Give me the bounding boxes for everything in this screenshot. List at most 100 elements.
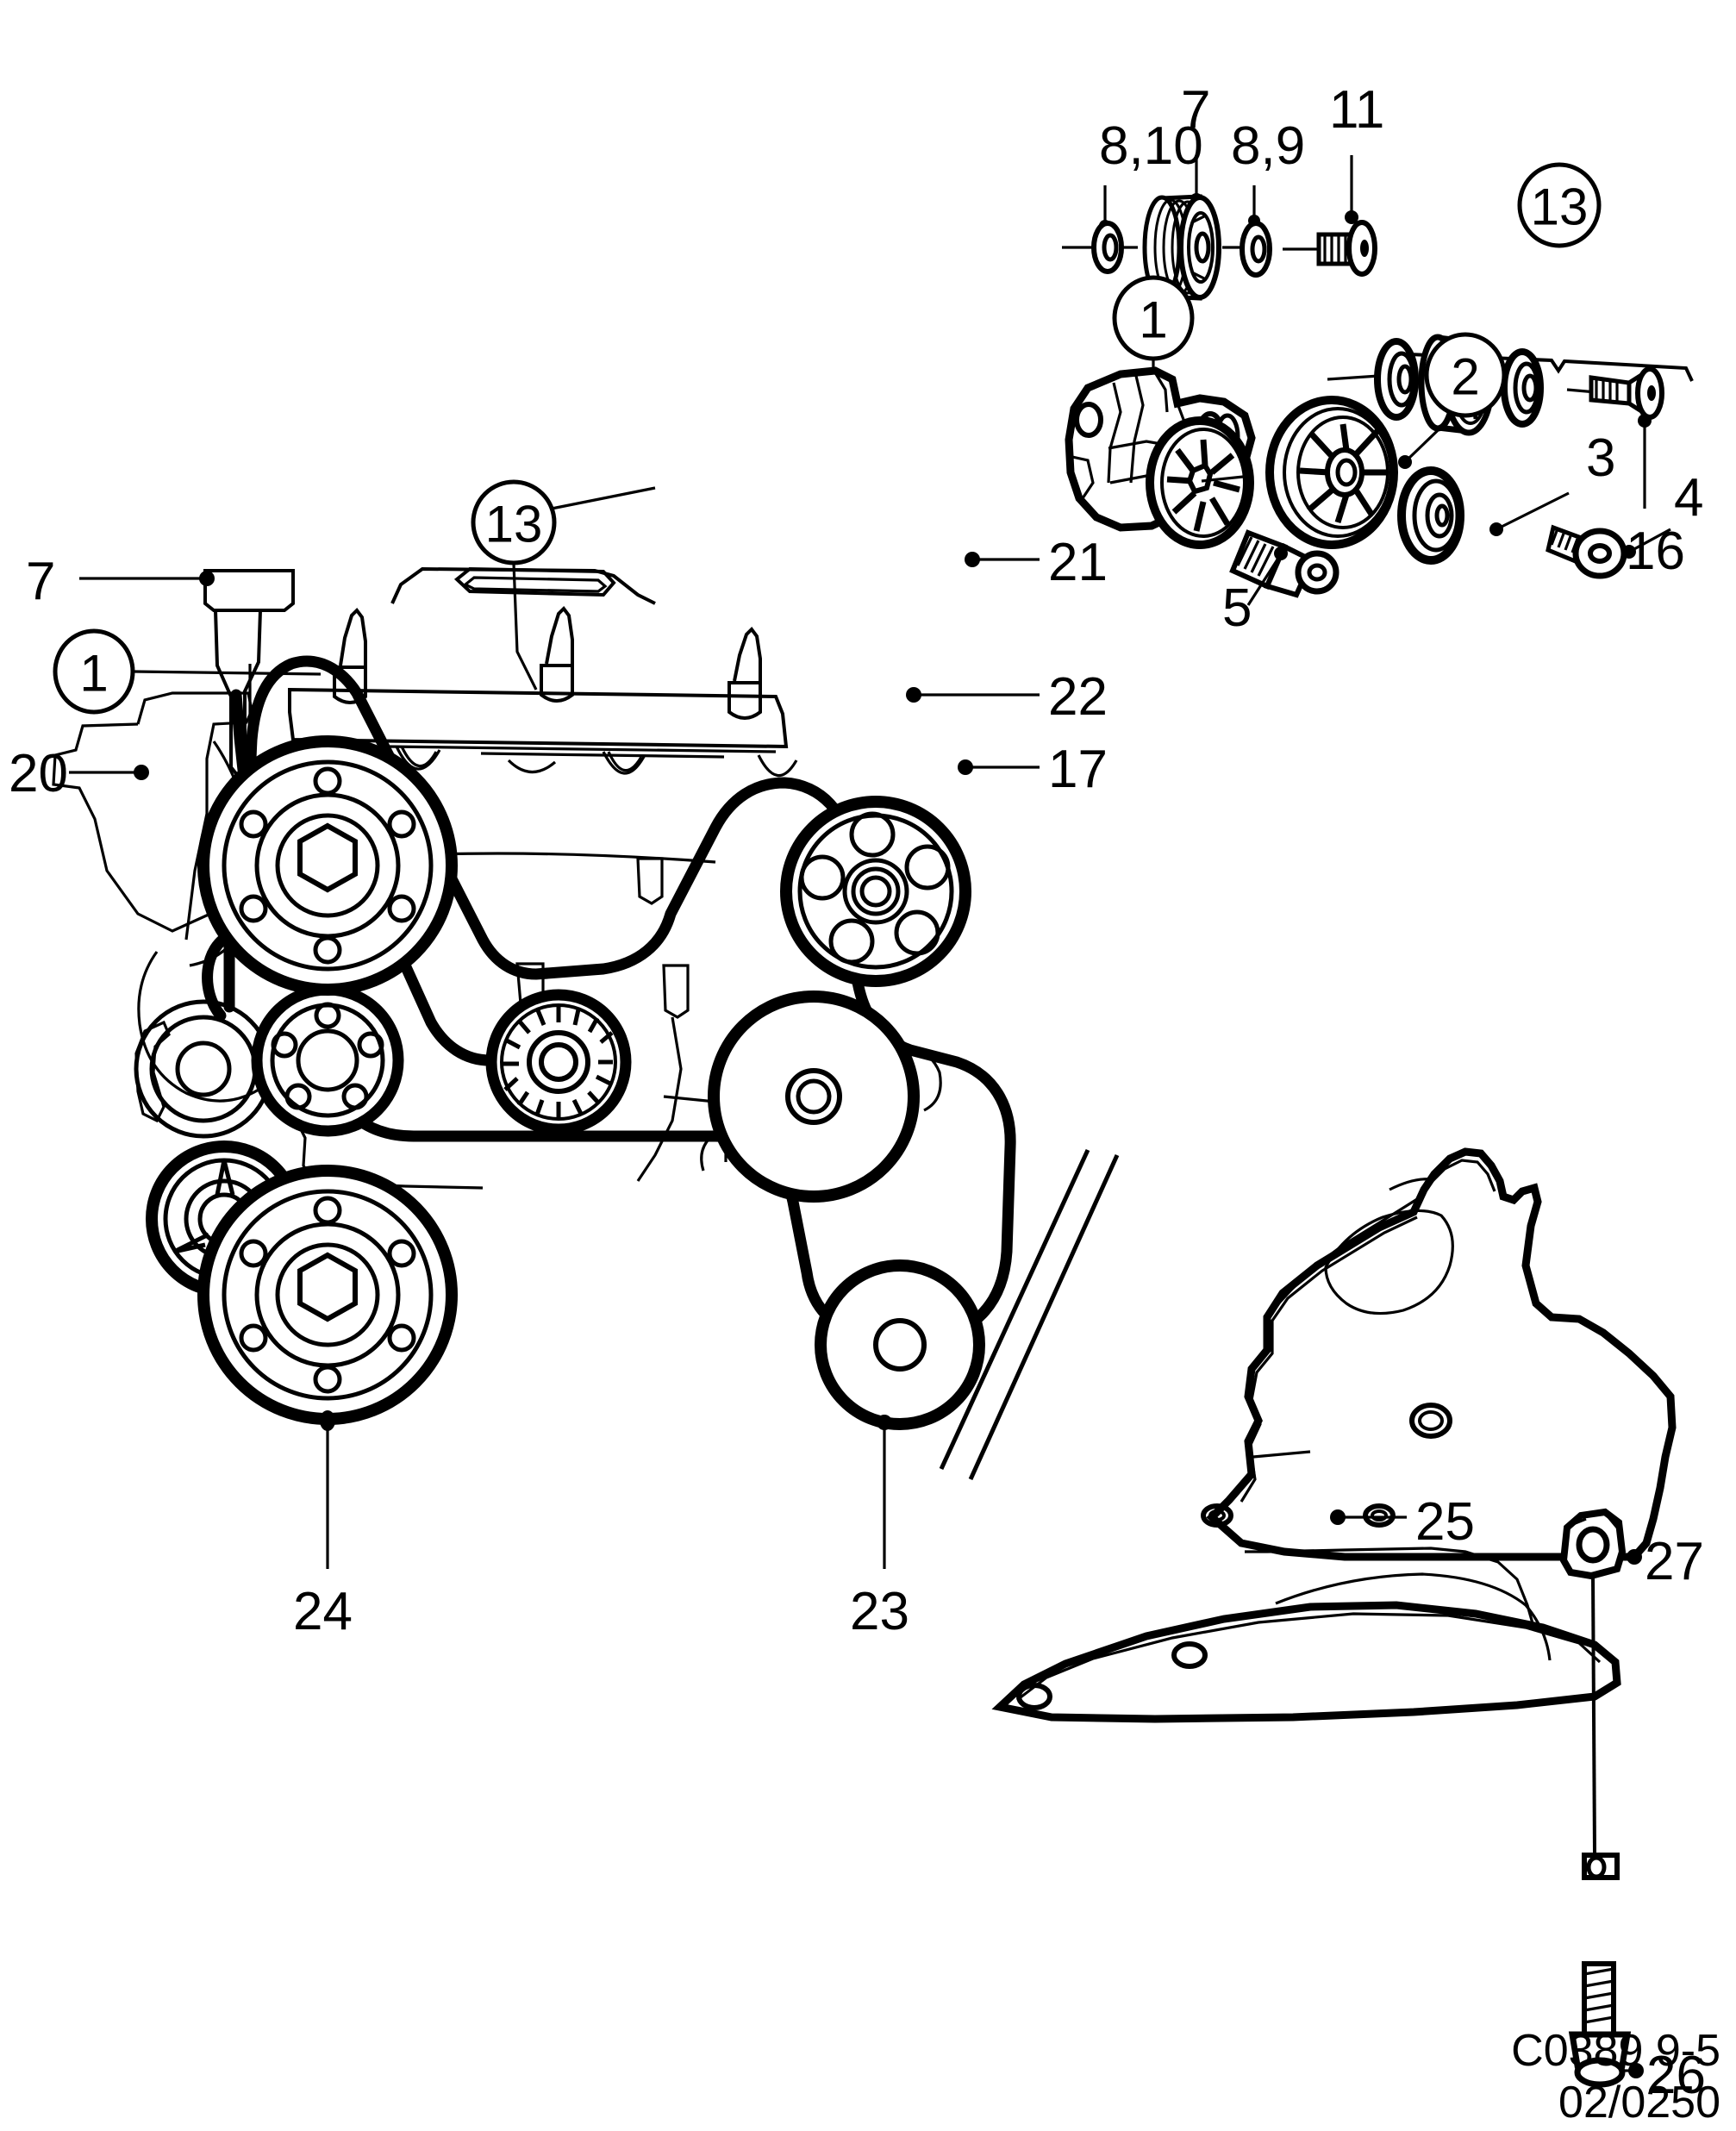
callout-25: 25 bbox=[1415, 1492, 1475, 1552]
leader-dot-11 bbox=[1345, 210, 1358, 224]
leader-dot-5 bbox=[1274, 547, 1288, 560]
engine-pulley-flange bbox=[251, 984, 404, 1137]
leader-dot-7-left bbox=[199, 571, 215, 586]
leader-dot-27 bbox=[1627, 1549, 1642, 1565]
guard-interior-lines bbox=[1240, 1159, 1496, 1503]
engine-pulley-23 bbox=[815, 1259, 985, 1430]
leader-dot-17 bbox=[958, 759, 973, 775]
leader-dot-23 bbox=[877, 1415, 892, 1430]
oil-filler-cap bbox=[203, 569, 295, 612]
wiring-rail bbox=[288, 687, 789, 749]
callout-8-9: 8,9 bbox=[1231, 116, 1305, 176]
boss-right-b bbox=[662, 964, 690, 1019]
boss-right-a bbox=[636, 857, 664, 905]
bolt-26 bbox=[1568, 1961, 1632, 2088]
pulley-7-exploded-assembly bbox=[1062, 155, 1377, 301]
callout-7-top: 7 bbox=[1181, 80, 1210, 140]
leader-dot-20 bbox=[134, 765, 149, 780]
guard-bolt-hole-b bbox=[1171, 1641, 1208, 1669]
crankshaft-pulley-24-placed bbox=[197, 1165, 458, 1425]
callout-17: 17 bbox=[1048, 740, 1108, 799]
leader-line-1-engine bbox=[134, 670, 322, 676]
leader-line-13-engine bbox=[512, 563, 538, 691]
block-right-edge bbox=[636, 1016, 683, 1182]
callout-26: 26 bbox=[1646, 2046, 1706, 2105]
circle-13-engine bbox=[471, 479, 557, 566]
callout-4: 4 bbox=[1674, 468, 1703, 528]
washer-8-9 bbox=[1240, 221, 1272, 278]
guard-flange-inner bbox=[1016, 1612, 1602, 1702]
circle-13-engine-label: 13 bbox=[485, 496, 543, 553]
engine-pulley-21 bbox=[780, 796, 971, 987]
doc-revision: 02/0250 bbox=[1558, 2078, 1720, 2128]
bolt-5 bbox=[1229, 529, 1339, 598]
belt-guard-25 bbox=[991, 1147, 1677, 1723]
ignition-coil-towers bbox=[339, 605, 762, 686]
leader-line-2 bbox=[1407, 412, 1457, 460]
callout-27: 27 bbox=[1645, 1532, 1704, 1591]
idler-washer-right bbox=[1501, 348, 1544, 428]
circle-2-right-label: 2 bbox=[1451, 348, 1479, 406]
pulley-22-bracket bbox=[902, 1050, 942, 1112]
head-notch bbox=[507, 759, 557, 774]
callout-11: 11 bbox=[1329, 80, 1384, 140]
leader-line-4 bbox=[1632, 528, 1671, 552]
leader-line-13-engine-b bbox=[551, 486, 656, 510]
leader-dot-2 bbox=[1398, 455, 1412, 469]
guard-pocket-line bbox=[1245, 1547, 1536, 1630]
circle-13-top bbox=[1517, 162, 1602, 248]
clip-rod bbox=[1591, 1575, 1596, 1854]
engine-front-view bbox=[52, 566, 1016, 1430]
leader-dot-21 bbox=[965, 552, 980, 567]
idler-washer-left bbox=[1374, 338, 1419, 421]
leader-dot-22 bbox=[906, 687, 921, 703]
callout-8-10: 8,10 bbox=[1099, 116, 1203, 176]
pulley-22-boss bbox=[700, 1133, 715, 1172]
belt-guard-assembly: 27 26 bbox=[939, 1147, 1706, 2105]
leader-dot-4 bbox=[1622, 545, 1636, 559]
circle-1-engine-label: 1 bbox=[79, 645, 108, 703]
bolt-4 bbox=[1546, 524, 1627, 579]
leader-dot-25 bbox=[1330, 1509, 1346, 1525]
washer-8-10 bbox=[1091, 221, 1124, 274]
left-block-outline bbox=[52, 722, 211, 933]
guard-pointer-b bbox=[968, 1153, 1120, 1481]
callout-21: 21 bbox=[1048, 533, 1108, 592]
callout-22: 22 bbox=[1048, 667, 1108, 727]
leader-dot-3 bbox=[1489, 522, 1503, 536]
circle-1-engine bbox=[53, 628, 135, 715]
callout-3: 3 bbox=[1586, 428, 1615, 488]
callout-20: 20 bbox=[9, 744, 68, 803]
leader-dot-26 bbox=[1628, 2063, 1644, 2078]
callout-7-left: 7 bbox=[26, 552, 55, 611]
pulley-13-ribs bbox=[502, 1007, 614, 1117]
head-edge-a bbox=[480, 752, 725, 759]
alternator-drive-pulley bbox=[1146, 416, 1254, 549]
leader-dot-24 bbox=[320, 1410, 335, 1431]
leader-dot-16 bbox=[1638, 414, 1652, 428]
valve-cover-badge-inner bbox=[463, 576, 608, 593]
spacer-3 bbox=[1397, 466, 1464, 565]
rod-collar-hole bbox=[1586, 1855, 1607, 1879]
idler-axis-left bbox=[1327, 374, 1380, 381]
leader-line-5 bbox=[1246, 556, 1281, 606]
alt-pulley-spokes bbox=[1166, 439, 1240, 532]
leader-line-3 bbox=[1499, 491, 1570, 529]
idler-pulley-2 bbox=[1265, 396, 1398, 549]
head-band-line bbox=[387, 745, 777, 753]
head-arches bbox=[395, 746, 798, 778]
callout-5: 5 bbox=[1222, 578, 1252, 638]
accessory-bracket bbox=[134, 1020, 171, 1123]
circle-1-right-label: 1 bbox=[1139, 291, 1167, 349]
pulley-24-body bbox=[197, 735, 458, 996]
doc-id: C0389 9-5 bbox=[1511, 2026, 1720, 2076]
circle-2-right bbox=[1424, 332, 1507, 418]
pulley-7 bbox=[1142, 194, 1221, 301]
valve-cover-badge bbox=[453, 566, 616, 597]
callout-24: 24 bbox=[293, 1582, 353, 1641]
guard-bolt-hole-a bbox=[1016, 1683, 1052, 1710]
guard-pocket-curve bbox=[1275, 1572, 1552, 1661]
block-bottom-rail bbox=[404, 1184, 484, 1190]
